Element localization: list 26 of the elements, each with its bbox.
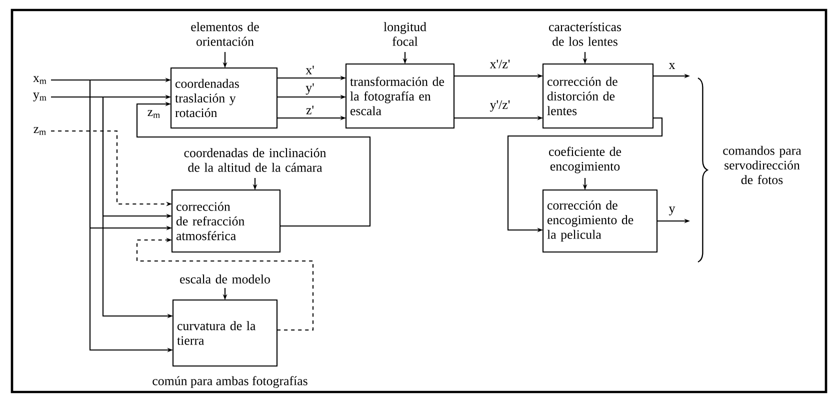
arrow [136,238,314,331]
input-text: y$_{m}$ [33,92,46,102]
annotation-text: escala de modelo [180,274,270,284]
input-text: x$_{m}$ [33,76,46,84]
annotation-text: comandos para servodirección de fotos [723,146,802,184]
process-box: corrección de refracción atmosférica [171,189,281,253]
annotation-text: características de los lentes [549,22,622,46]
annotation-text: elementos de orientación [191,22,259,46]
edge-label: y'/z' [488,99,512,113]
edge-label: x' [304,64,316,76]
arrow [136,102,371,227]
annotation-text: longitud focal [384,22,426,46]
process-box: transformación de la fotografía en escala [345,63,455,129]
process-box: corrección de encogimiento de la pelicula [542,189,658,253]
edge-label: y [668,205,676,217]
process-box: corrección de distorción de lentes [542,63,654,129]
annotation-text: coeficiente de encogimiento [549,146,622,174]
process-box: curvatura de la tierra [172,299,278,367]
annotation-text: coordenadas de inclinación de la altitud de la cámara [184,148,326,172]
edge-label: x [668,62,676,70]
edge-label: y' [304,82,316,96]
edge-label: x'/z' [488,58,512,70]
input-text: z$_{m}$ [34,127,46,135]
edge-label: z' [304,104,316,116]
process-box: coordenadas traslación y rotación [170,67,278,129]
edge-label: z$_{m}$ [146,108,162,120]
